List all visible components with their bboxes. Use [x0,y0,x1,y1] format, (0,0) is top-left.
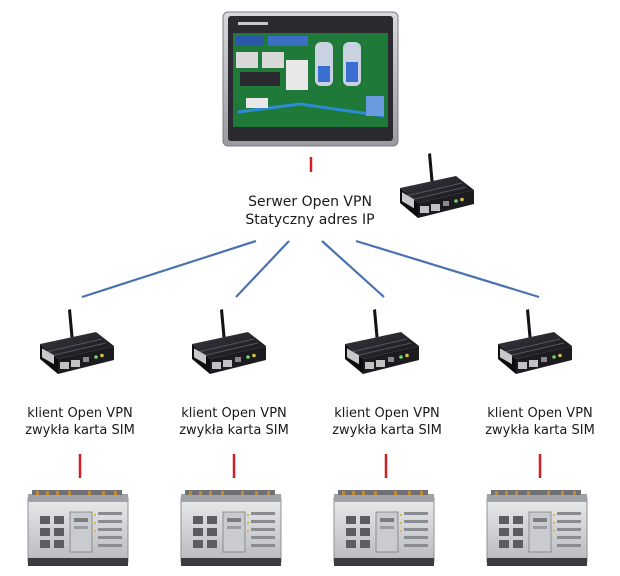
client-router-icon-1 [39,308,115,375]
client-router-icon-4 [497,308,573,375]
client-label-line1: klient Open VPN [334,406,440,421]
client-label-line1: klient Open VPN [487,406,593,421]
server-label: Serwer Open VPN Statyczny adres IP [230,193,390,229]
gsm-router-icon [399,152,475,219]
client-label-line2: zwykła karta SIM [485,423,595,438]
client-router-icon-3 [344,308,420,375]
client-label-1: klient Open VPN zwykła karta SIM [10,405,150,439]
vpn-tunnel-3 [321,240,385,298]
plc-controller-icon-3 [333,489,435,567]
client-label-4: klient Open VPN zwykła karta SIM [470,405,610,439]
vpn-tunnel-4 [355,239,540,299]
hmi-touch-panel-icon [222,11,399,147]
vpn-tunnels [81,239,540,299]
client-label-line1: klient Open VPN [181,406,287,421]
client-label-2: klient Open VPN zwykła karta SIM [164,405,304,439]
client-router-icon-2 [191,308,267,375]
vpn-tunnel-2 [235,240,290,298]
client-label-3: klient Open VPN zwykła karta SIM [317,405,457,439]
vpn-tunnel-1 [81,239,257,299]
plc-controller-icon-4 [486,489,588,567]
client-label-line2: zwykła karta SIM [179,423,289,438]
server-label-line1: Serwer Open VPN [248,194,372,210]
server-label-line2: Statyczny adres IP [245,212,375,228]
client-label-line2: zwykła karta SIM [332,423,442,438]
plc-controller-icon-1 [27,489,129,567]
plc-controller-icon-2 [180,489,282,567]
client-label-line2: zwykła karta SIM [25,423,135,438]
client-label-line1: klient Open VPN [27,406,133,421]
